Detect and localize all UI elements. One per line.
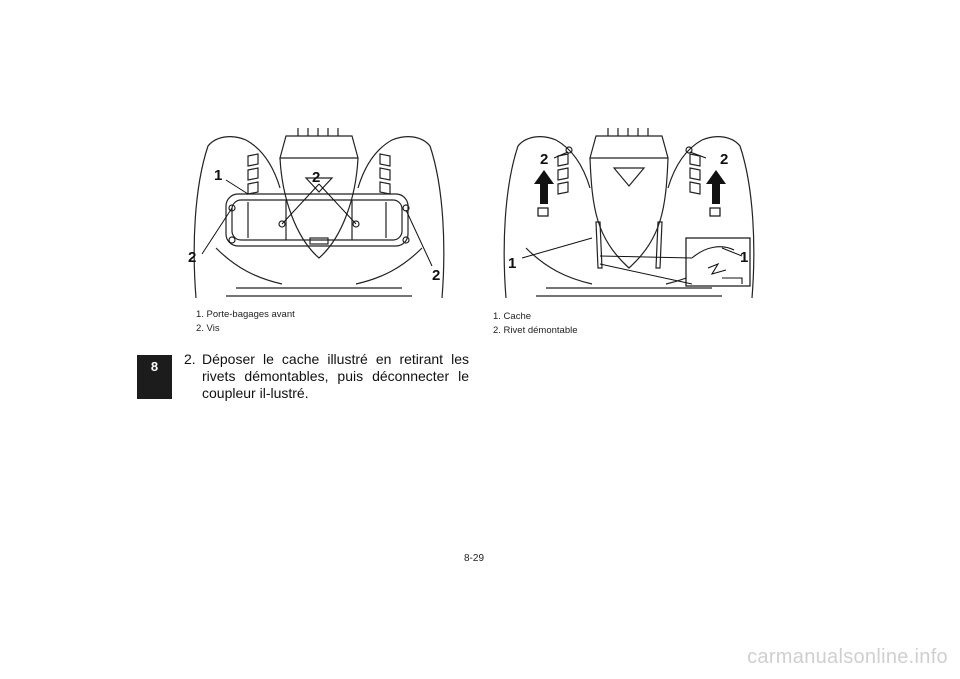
step-number: 2. <box>184 351 196 367</box>
left-figure-captions: 1. Porte-bagages avant 2. Vis <box>196 308 295 336</box>
instruction-step: 2. Déposer le cache illustré en retirant… <box>184 351 469 402</box>
callout-1: 1 <box>214 167 222 184</box>
step-text: Déposer le cache illustré en retirant le… <box>202 351 469 401</box>
callout-2: 2 <box>540 151 548 168</box>
callout-1: 1 <box>508 255 516 272</box>
callout-2: 2 <box>188 249 196 266</box>
cover-removal-illustration: 2 2 1 1 <box>503 128 755 299</box>
caption-item: 2. Rivet démontable <box>493 325 578 336</box>
callout-2: 2 <box>720 151 728 168</box>
caption-item: 1. Porte-bagages avant <box>196 309 295 320</box>
callout-2: 2 <box>312 169 320 186</box>
caption-item: 1. Cache <box>493 311 532 322</box>
callout-1: 1 <box>740 249 748 266</box>
front-carrier-illustration: 1 2 2 2 <box>188 128 445 299</box>
page-number: 8-29 <box>464 553 485 564</box>
callout-2: 2 <box>432 267 440 284</box>
section-tab: 8 <box>137 355 172 399</box>
right-figure-captions: 1. Cache 2. Rivet démontable <box>493 310 578 338</box>
caption-item: 2. Vis <box>196 323 220 334</box>
watermark: carmanualsonline.info <box>747 646 948 668</box>
